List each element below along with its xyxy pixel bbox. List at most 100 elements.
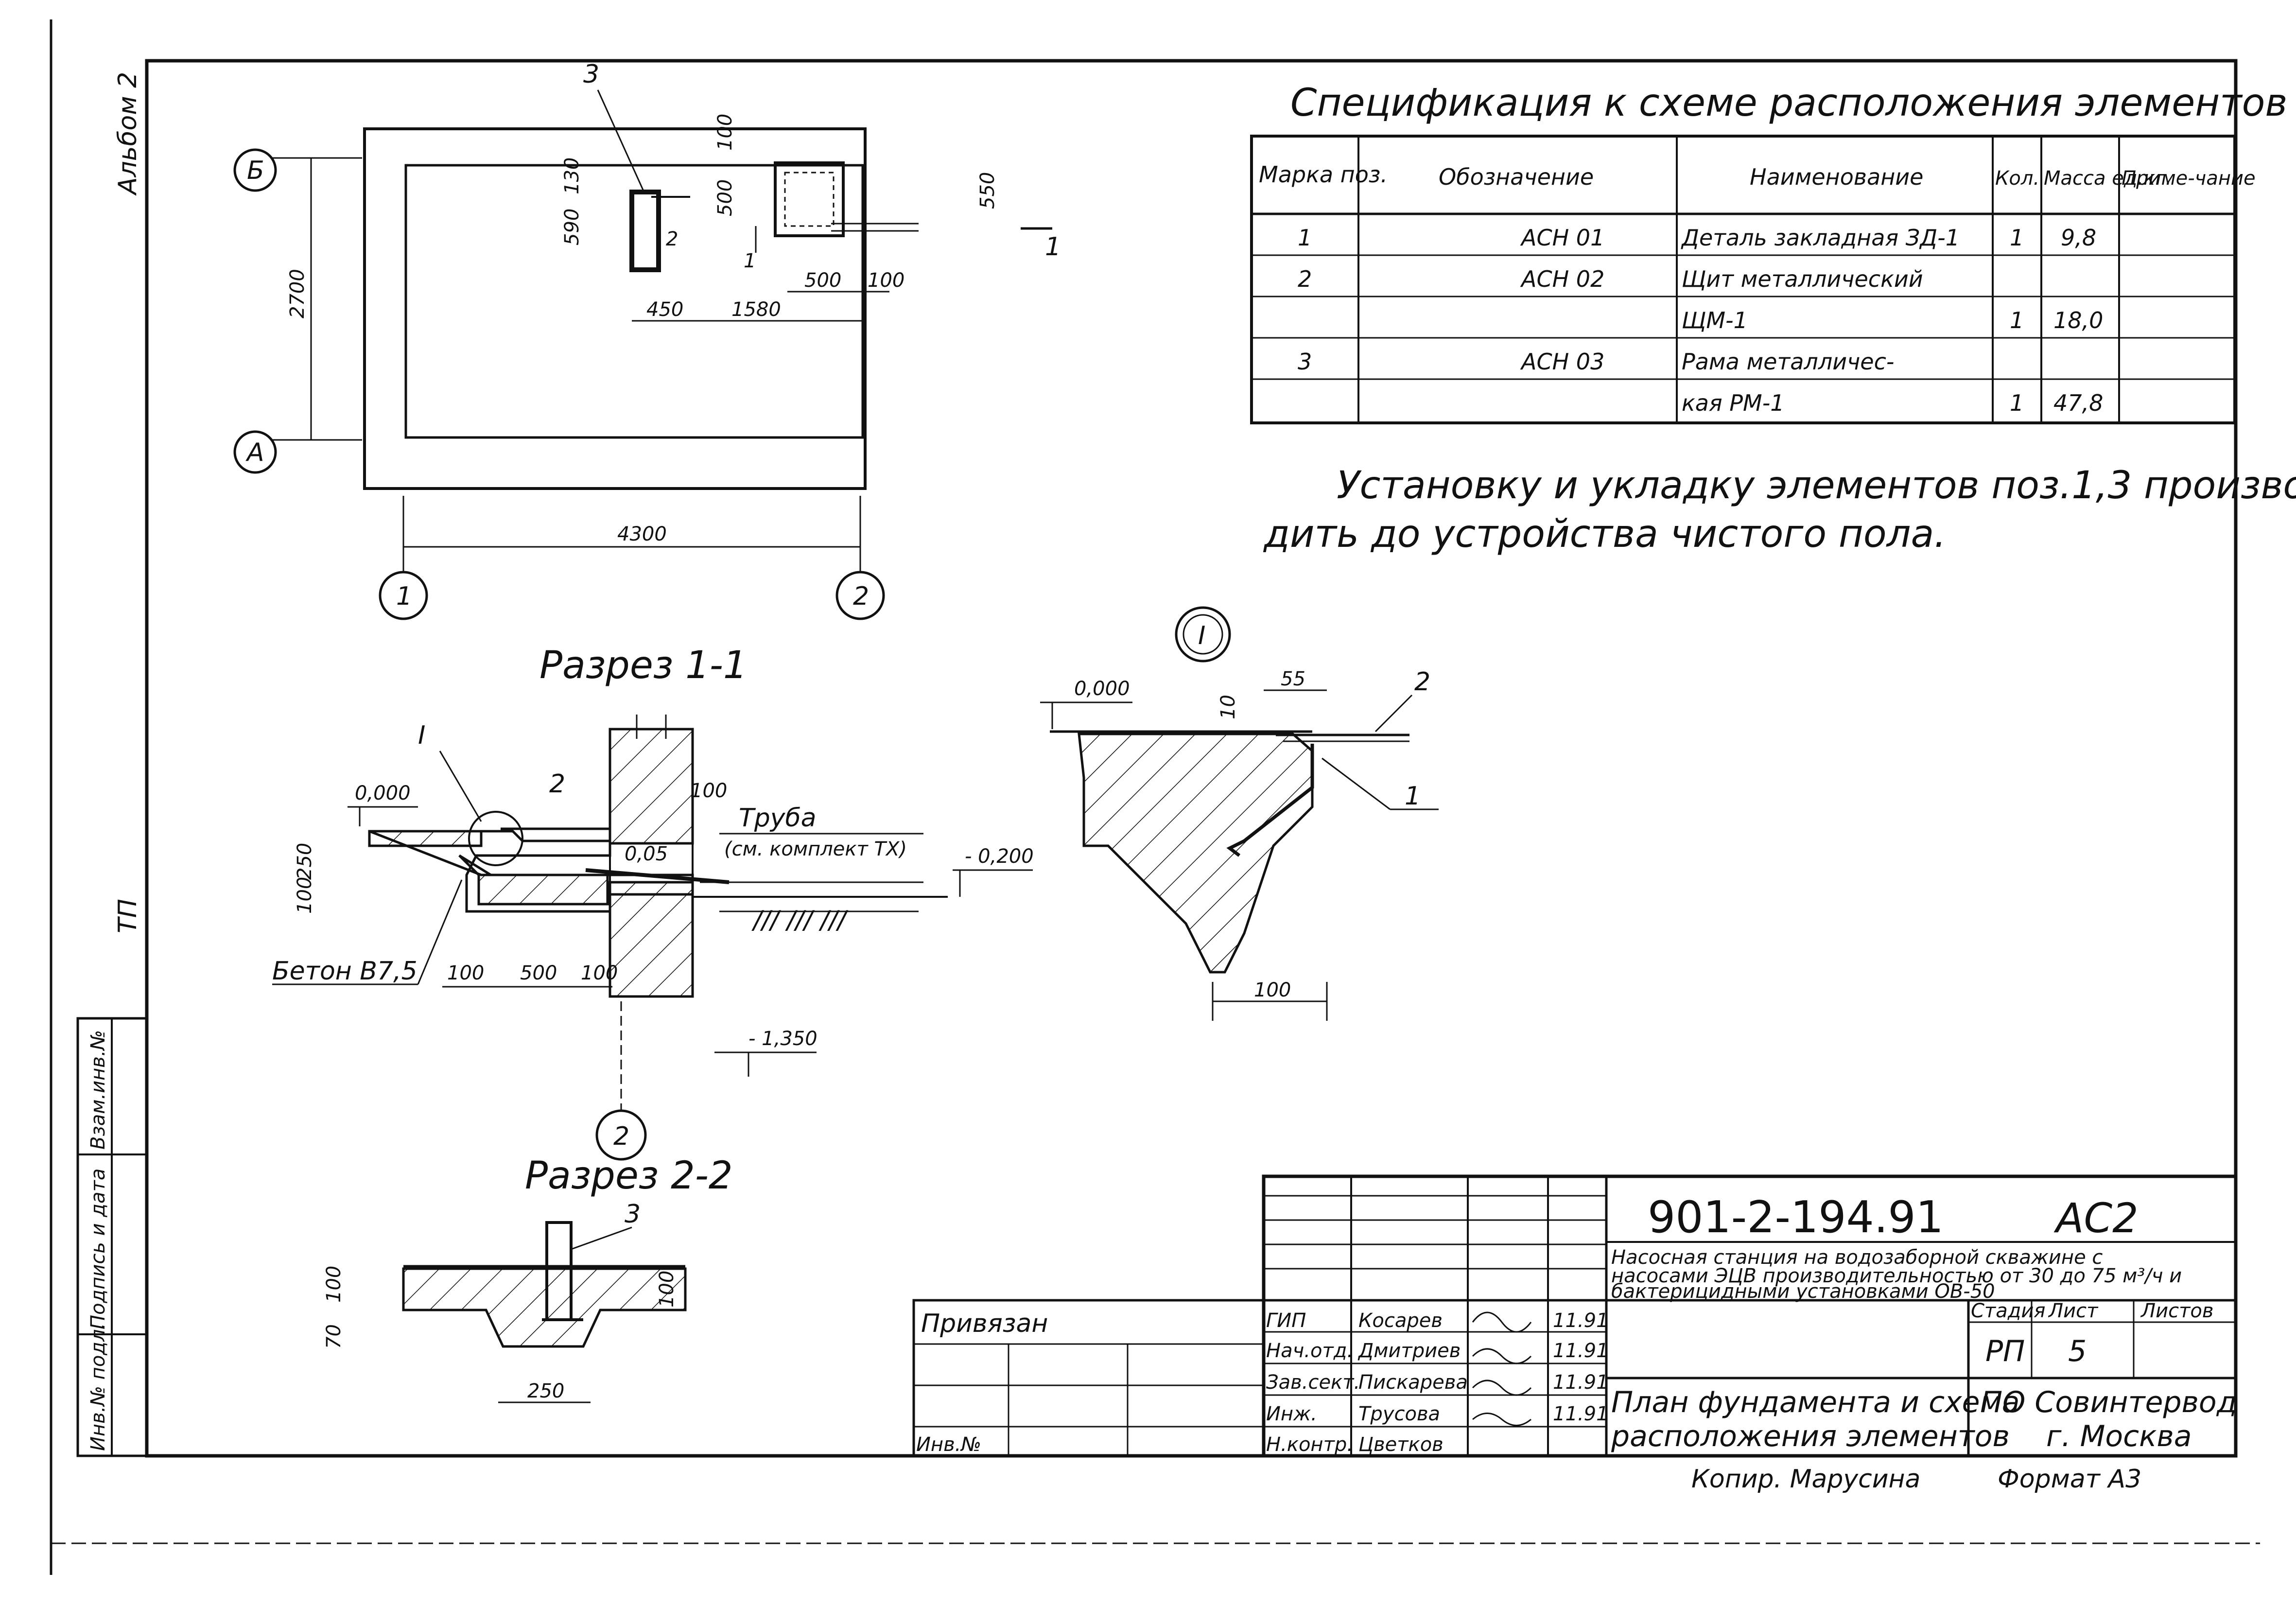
sheets-header: Листов bbox=[2140, 1300, 2213, 1322]
section-1-1: Разрез 1-1 Труба (см. комплект ТХ) 0,05 … bbox=[272, 644, 1034, 1161]
section-2-2-dim-100b: 100 bbox=[656, 1271, 678, 1308]
date-3: 11.91 bbox=[1553, 1371, 1609, 1394]
section-2-2: Разрез 2-2 3 100 70 100 250 bbox=[323, 1154, 732, 1403]
role-inzh: Инж. bbox=[1266, 1403, 1317, 1425]
specification-table: Спецификация к схеме расположения элемен… bbox=[1250, 81, 2287, 424]
role-nach-otd: Нач.отд. bbox=[1266, 1340, 1353, 1362]
sheet-code: АС2 bbox=[2053, 1194, 2139, 1242]
axis-b-bubble bbox=[233, 148, 277, 192]
spec-cell: ЩМ-1 bbox=[1682, 307, 1748, 333]
spec-header-note: Приме-чание bbox=[2122, 167, 2256, 190]
plan-mark-1: 1 bbox=[744, 250, 756, 272]
dim-4300: 4300 bbox=[617, 523, 667, 545]
section-2-2-dim-250: 250 bbox=[527, 1380, 564, 1402]
plan-leader-3: 3 bbox=[583, 60, 599, 89]
plan-dim-1580: 1580 bbox=[731, 298, 781, 321]
node-i-bubble bbox=[1175, 606, 1231, 663]
node-i-title: I bbox=[1198, 621, 1205, 650]
axis-1-bubble bbox=[379, 571, 428, 620]
note-line-1: Установку и укладку элементов поз.1,3 пр… bbox=[1337, 464, 2296, 507]
node-mark-2: 2 bbox=[1414, 667, 1430, 697]
plan-section-mark: 1 bbox=[1045, 232, 1061, 262]
section-dim-005: 0,05 bbox=[625, 843, 668, 865]
section-2-2-title: Разрез 2-2 bbox=[525, 1154, 732, 1198]
role-n-kontr: Н.контр. bbox=[1266, 1433, 1353, 1456]
node-dim-55: 55 bbox=[1281, 668, 1305, 690]
node-level-0000: 0,000 bbox=[1074, 678, 1130, 700]
node-i-label: I bbox=[418, 721, 425, 750]
tp-label: ТП bbox=[113, 899, 142, 933]
format-label: Формат А3 bbox=[1998, 1465, 2141, 1494]
spec-header-mass: Масса ед.кг. bbox=[2044, 167, 2172, 190]
spec-row: 1 АСН 01 Деталь закладная ЗД-1 1 9,8 bbox=[1298, 225, 2096, 251]
plan-dim-590: 590 bbox=[561, 209, 583, 245]
drawing-title-line-1: План фундамента и схема bbox=[1611, 1385, 2020, 1419]
album-label: Альбом 2 bbox=[113, 72, 142, 196]
name-tsvetkov: Цветков bbox=[1358, 1433, 1444, 1456]
sheet-header: Лист bbox=[2048, 1300, 2099, 1322]
name-kosarev: Косарев bbox=[1358, 1310, 1443, 1332]
copied-by: Копир. Марусина bbox=[1691, 1465, 1920, 1494]
sheet-value: 5 bbox=[2068, 1334, 2087, 1368]
spec-header-mark: Марка поз. bbox=[1259, 161, 1388, 188]
org-line-1: ПО Совинтервод bbox=[1981, 1385, 2237, 1419]
privyazan-label: Привязан bbox=[921, 1309, 1048, 1338]
spec-cell: Деталь закладная ЗД-1 bbox=[1681, 225, 1960, 251]
name-piskareva: Пискарева bbox=[1358, 1371, 1468, 1394]
spec-cell: 1 bbox=[1298, 225, 1312, 251]
pipe-label: Труба bbox=[739, 804, 816, 833]
project-line-2: насосами ЭЦВ производительностью от 30 д… bbox=[1611, 1265, 2182, 1287]
spec-row: кая РМ-1 1 47,8 bbox=[1682, 390, 2103, 416]
node-dim-100: 100 bbox=[1254, 979, 1291, 1001]
section-2-2-dim-100: 100 bbox=[323, 1266, 345, 1303]
section-dim-100-a: 100 bbox=[447, 962, 484, 984]
spec-header-name: Наименование bbox=[1750, 164, 1923, 190]
date-2: 11.91 bbox=[1553, 1340, 1609, 1362]
node-detail-i: I 0,000 55 10 2 1 100 bbox=[1040, 606, 1439, 1021]
section-2-2-dim-70: 70 bbox=[323, 1324, 345, 1349]
section-1-1-title: Разрез 1-1 bbox=[539, 644, 747, 687]
spec-header-designation: Обозначение bbox=[1439, 164, 1594, 190]
spec-cell: АСН 01 bbox=[1520, 225, 1604, 251]
section-dim-100-b: 100 bbox=[581, 962, 618, 984]
date-1: 11.91 bbox=[1553, 1310, 1609, 1332]
drawing-title-line-2: расположения элементов bbox=[1611, 1419, 2010, 1453]
plan-dim-100: 100 bbox=[868, 269, 904, 292]
axis-1-label: 1 bbox=[396, 582, 412, 611]
spec-cell: 47,8 bbox=[2053, 390, 2103, 416]
section-dim-500: 500 bbox=[520, 962, 557, 984]
stamp-inv-podl: Инв.№ подл. bbox=[87, 1323, 109, 1451]
section-dim-250: 250 bbox=[294, 843, 316, 880]
plan-dim-550: 550 bbox=[976, 172, 999, 209]
spec-cell: кая РМ-1 bbox=[1682, 390, 1785, 416]
stamp-vzam: Взам.инв.№ bbox=[87, 1030, 109, 1150]
stamp-podpis: Подпись и дата bbox=[87, 1169, 109, 1329]
note-line-2: дить до устройства чистого пола. bbox=[1263, 512, 1946, 556]
spec-cell: 1 bbox=[2010, 307, 2024, 333]
spec-title: Спецификация к схеме расположения элемен… bbox=[1290, 81, 2287, 125]
axis-2-label-section: 2 bbox=[613, 1122, 629, 1151]
name-dmitriev: Дмитриев bbox=[1357, 1340, 1461, 1362]
plan-dim-500v: 500 bbox=[714, 179, 736, 216]
org-line-2: г. Москва bbox=[2046, 1419, 2192, 1453]
section-mark-2: 2 bbox=[549, 769, 565, 799]
node-dim-10: 10 bbox=[1217, 695, 1239, 719]
role-zav-sekt: Зав.сект. bbox=[1266, 1371, 1360, 1394]
spec-header-qty: Кол. bbox=[1995, 167, 2039, 190]
side-stamp: Альбом 2 ТП Инв.№ подл. Подпись и дата В… bbox=[76, 72, 148, 1457]
inv-label: Инв.№ bbox=[916, 1433, 981, 1456]
spec-cell: 3 bbox=[1298, 349, 1312, 375]
dim-2700: 2700 bbox=[286, 269, 309, 318]
section-ground-marks: /// /// /// bbox=[751, 906, 849, 935]
name-trusova: Трусова bbox=[1358, 1403, 1440, 1425]
spec-row: 2 АСН 02 Щит металлический bbox=[1298, 266, 1923, 292]
drawing-code: 901-2-194.91 bbox=[1648, 1192, 1944, 1243]
spec-cell: 1 bbox=[2010, 225, 2024, 251]
spec-cell: Щит металлический bbox=[1682, 266, 1923, 292]
foundation-plan: 2700 4300 Б А 1 2 3 2 590 130 500 100 55… bbox=[233, 60, 1061, 620]
date-4: 11.91 bbox=[1553, 1403, 1609, 1425]
node-i-callout bbox=[468, 811, 523, 866]
spec-cell: 9,8 bbox=[2061, 225, 2096, 251]
spec-cell: 1 bbox=[2010, 390, 2024, 416]
